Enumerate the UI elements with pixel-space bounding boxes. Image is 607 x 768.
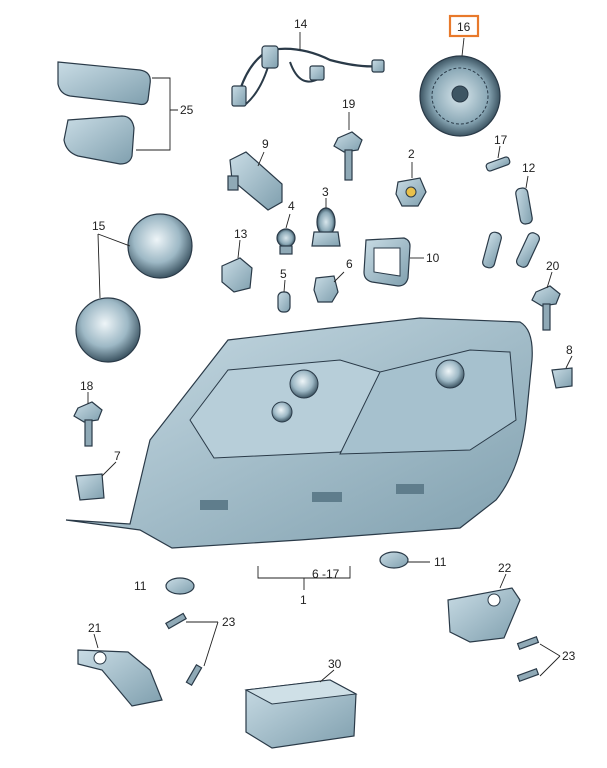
bracket-part-21 [77,633,163,707]
screw-part-20 [531,271,561,331]
spacer-part-11b [379,551,430,569]
callout-6[interactable]: 6 [346,257,353,271]
bulb-part-5 [277,279,291,313]
bulb-part-4 [276,213,296,255]
socket-part-13 [221,239,253,293]
callout-2[interactable]: 2 [408,147,415,161]
callout-22[interactable]: 22 [498,561,512,575]
plug-part-7 [75,461,117,501]
callout-5[interactable]: 5 [280,267,287,281]
callout-11a[interactable]: 11 [134,579,147,593]
screw-parts-23 [165,612,561,686]
gasket-part-10 [363,237,424,287]
callout-23a[interactable]: 23 [222,615,236,629]
callout-1[interactable]: 1 [300,593,307,607]
bracket-part-22 [447,573,521,643]
callout-19[interactable]: 19 [342,97,356,111]
plug-part-8 [551,355,573,389]
callout-13[interactable]: 13 [234,227,248,241]
callout-12[interactable]: 12 [522,161,536,175]
callout-20[interactable]: 20 [546,259,560,273]
highlight-box [448,14,480,38]
callout-23b[interactable]: 23 [562,649,576,663]
callout-16[interactable]: 16 [457,20,471,34]
callout-11b[interactable]: 11 [434,555,447,569]
screw-part-19 [333,112,363,181]
mirror-glass-parts [57,61,178,165]
callout-7[interactable]: 7 [114,449,121,463]
control-unit-part-30 [244,669,358,749]
cover-cap-part [419,37,501,137]
screw-part-18 [73,392,103,447]
socket-part-6 [313,271,345,303]
bulb-part-3 [311,198,341,247]
spacer-part-11a [165,577,195,595]
callout-18[interactable]: 18 [80,379,94,393]
headlight-housing-part [65,317,533,590]
callout-30[interactable]: 30 [328,657,342,671]
callout-3[interactable]: 3 [322,185,329,199]
lens-cap-parts-15 [75,213,193,363]
clip-part-17 [485,145,511,172]
callout-10[interactable]: 10 [426,251,440,265]
callout-21[interactable]: 21 [88,621,102,635]
callout-8[interactable]: 8 [566,343,573,357]
pin-parts-12 [482,175,541,269]
callout-25[interactable]: 25 [180,103,194,117]
callout-4[interactable]: 4 [288,199,295,213]
callout-9[interactable]: 9 [262,137,269,151]
callout-17[interactable]: 17 [494,133,508,147]
actuator-part-9 [227,151,283,211]
callout-15[interactable]: 15 [92,219,106,233]
callout-6-17[interactable]: 6 -17 [312,567,340,581]
wiring-harness-part [231,32,385,107]
bulb-socket-part-2 [395,162,427,207]
callout-14[interactable]: 14 [294,17,308,31]
